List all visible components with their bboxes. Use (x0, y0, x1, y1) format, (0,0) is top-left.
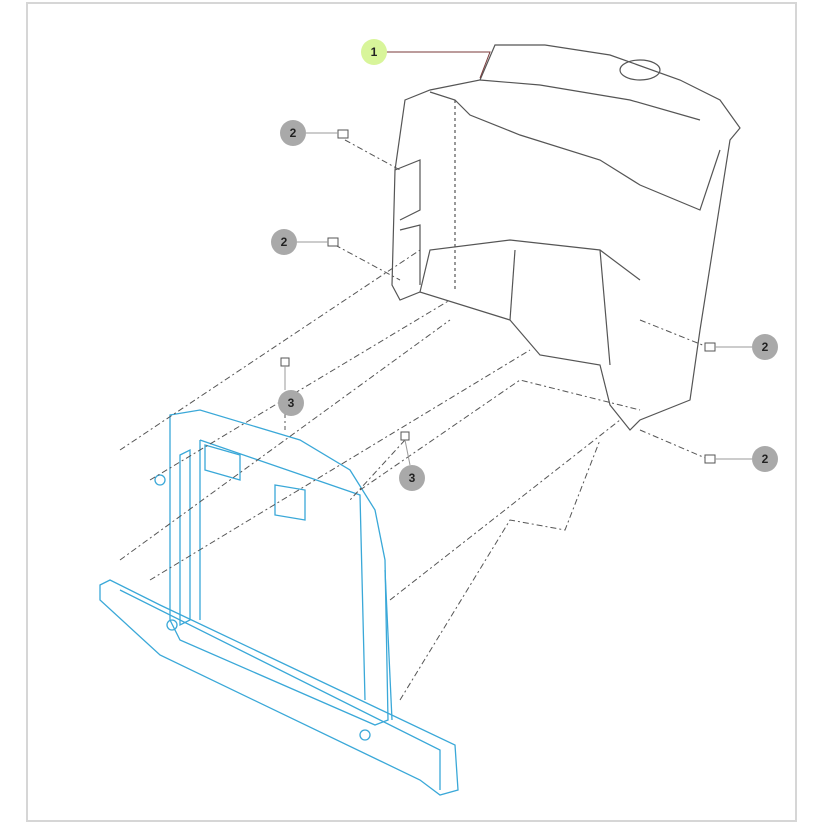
callout-2-screw[interactable]: 2 (271, 229, 297, 255)
callout-2-screw[interactable]: 2 (752, 446, 778, 472)
callout-3-nut[interactable]: 3 (278, 390, 304, 416)
callout-2-screw[interactable]: 2 (280, 120, 306, 146)
assembly-lines (119, 139, 711, 701)
callout-1-housing[interactable]: 1 (361, 39, 387, 65)
fasteners (280, 129, 716, 464)
diagram-frame (26, 2, 797, 822)
callout-2-screw[interactable]: 2 (752, 334, 778, 360)
frame-bracket-part[interactable] (99, 409, 459, 796)
callout-3-nut[interactable]: 3 (399, 465, 425, 491)
housing-part[interactable] (391, 44, 741, 431)
leader-lines (386, 51, 491, 79)
leader-lines-gray (284, 132, 752, 466)
